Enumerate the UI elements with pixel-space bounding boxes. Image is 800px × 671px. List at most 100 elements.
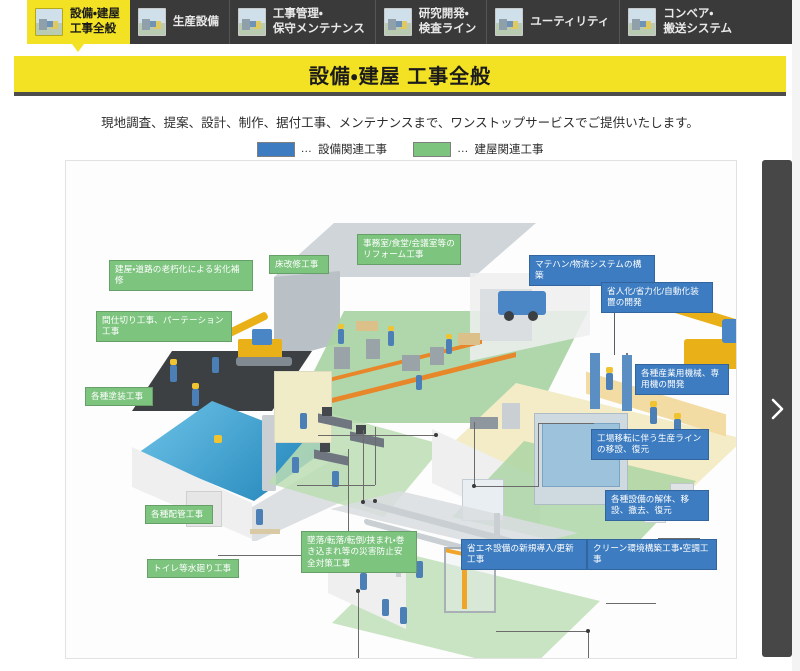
excavator-cabin <box>252 329 272 345</box>
worker-helmet <box>606 367 613 373</box>
leader-line <box>606 603 656 604</box>
page-title-bar: 設備・建屋 工事全般 <box>14 56 786 96</box>
bench <box>470 417 498 429</box>
tab-thumbnail-icon <box>137 8 166 36</box>
worker-helmet <box>650 401 657 407</box>
pallet-stack <box>356 321 378 331</box>
monitor <box>356 425 366 434</box>
leader-line <box>218 555 348 556</box>
leader-line <box>588 631 589 658</box>
leader-dot <box>356 589 360 593</box>
office-worker <box>292 457 299 473</box>
tab-construction-management[interactable]: 工事管理・ 保守メンテナンス <box>230 0 376 44</box>
callout-piping-work[interactable]: 各種配管工事 <box>145 505 213 525</box>
worker-helmet <box>674 413 681 419</box>
tab-conveyor[interactable]: コンベア・ 搬送システム <box>620 0 742 44</box>
worker <box>192 389 199 406</box>
worktable <box>250 529 280 534</box>
legend: … 設備関連工事 … 建屋関連工事 <box>0 141 800 157</box>
worker <box>338 329 344 344</box>
active-tab-pointer-icon <box>72 44 85 52</box>
callout-building-road-deterioration[interactable]: 建屋・道路の老朽化による劣化補修 <box>109 260 253 291</box>
callout-equipment-dismantle-relocate[interactable]: 各種設備の解体、移設、撤去、復元 <box>605 490 709 521</box>
worker-helmet <box>388 326 394 331</box>
production-machine <box>334 347 350 369</box>
tab-label-line1: コンベア・ <box>663 8 714 21</box>
tab-label-line1: 工事管理・ <box>272 8 323 21</box>
worker <box>674 419 681 436</box>
leader-line <box>538 423 539 487</box>
monitor <box>322 407 332 416</box>
truck-wheel <box>504 311 514 321</box>
worker <box>212 357 219 373</box>
tab-label-line1: 研究開発・ <box>418 8 469 21</box>
tab-label: 設備・建屋 工事全般 <box>70 7 120 36</box>
tab-rnd-inspection[interactable]: 研究開発・ 検査ライン <box>376 0 488 44</box>
worker-helmet <box>192 383 199 389</box>
leader-line <box>658 538 700 539</box>
crane-cable <box>614 309 615 355</box>
tab-label: コンベア・ 搬送システム <box>663 7 732 36</box>
tab-label-line1: ユーティリティ <box>530 15 610 28</box>
tab-label-line2: 搬送システム <box>663 23 732 35</box>
next-slide-button[interactable] <box>762 160 792 657</box>
tab-label: 研究開発・ 検査ライン <box>419 7 477 36</box>
worker <box>400 607 407 624</box>
callout-clean-room-hvac[interactable]: クリーン環境構築工事・空調工事 <box>587 539 717 570</box>
legend-swatch-equipment <box>256 141 295 157</box>
tab-thumbnail-icon <box>383 8 412 36</box>
callout-painting-work[interactable]: 各種塗装工事 <box>85 387 153 407</box>
worker <box>650 407 657 424</box>
tab-production-equipment[interactable]: 生産設備 <box>130 0 230 44</box>
tab-label: ユーティリティ <box>530 15 609 30</box>
callout-labor-saving-automation[interactable]: 省人化/省力化/自動化装置の開発 <box>601 282 713 313</box>
page-title: 設備・建屋 工事全般 <box>308 65 492 88</box>
worker <box>416 561 423 578</box>
tab-thumbnail-icon <box>237 8 266 36</box>
legend-dots: … <box>300 143 313 155</box>
callout-toilet-plumbing-work[interactable]: トイレ等水廻り工事 <box>147 559 239 579</box>
leader-line <box>375 427 376 485</box>
pallet-stack <box>458 333 480 345</box>
tab-label: 工事管理・ 保守メンテナンス <box>273 7 365 36</box>
worker <box>360 573 367 590</box>
worker <box>416 375 422 390</box>
worker <box>170 365 177 382</box>
worker <box>382 599 389 616</box>
production-machine <box>430 347 444 365</box>
rack <box>502 403 520 429</box>
callout-office-cafeteria-reform[interactable]: 事務室/食堂/会議室等のリフォーム工事 <box>357 234 461 265</box>
callout-floor-renovation[interactable]: 床改修工事 <box>269 255 329 275</box>
worker-helmet <box>446 334 452 339</box>
tab-thumbnail-icon <box>628 8 657 36</box>
callout-production-line-relocation[interactable]: 工場移転に伴う生産ラインの移設、復元 <box>591 429 709 460</box>
worker <box>388 331 394 346</box>
chimney <box>262 415 276 491</box>
right-edge-shade <box>792 0 800 671</box>
leader-line <box>318 435 436 436</box>
worker-helmet <box>338 324 344 329</box>
tab-thumbnail-icon <box>495 8 524 36</box>
tab-utility[interactable]: ユーティリティ <box>487 0 621 44</box>
worker-helmet <box>170 359 177 365</box>
tab-label-line1: 設備・建屋 <box>70 8 120 21</box>
safety-ladder <box>462 543 467 609</box>
callout-industrial-machinery-development[interactable]: 各種産業用機械、専用機の開発 <box>635 364 729 395</box>
leader-dot <box>434 433 438 437</box>
leader-line <box>538 423 594 424</box>
leader-line <box>358 591 359 658</box>
callout-fall-prevention-safety[interactable]: 墜落/転落/転倒/挟まれ・巻き込まれ等の災害防止安全対策工事 <box>301 531 417 574</box>
tab-label-line1: 生産設備 <box>172 15 219 28</box>
callout-partition-work[interactable]: 間仕切り工事、パーテーション工事 <box>96 311 232 342</box>
lifted-panel <box>622 355 632 411</box>
tab-equipment-building[interactable]: 設備・建屋 工事全般 <box>27 0 130 52</box>
crane-cabin <box>722 319 736 343</box>
callout-material-handling-logistics[interactable]: マテハン/物流システムの構築 <box>529 255 655 286</box>
worker-on-surface <box>214 435 222 443</box>
production-machine <box>366 339 380 359</box>
leader-line <box>474 422 475 486</box>
tab-label: 生産設備 <box>173 15 219 30</box>
tab-label-line2: 工事全般 <box>70 23 116 35</box>
callout-energy-saving-equipment[interactable]: 省エネ設備の新規導入/更新工事 <box>461 539 587 570</box>
